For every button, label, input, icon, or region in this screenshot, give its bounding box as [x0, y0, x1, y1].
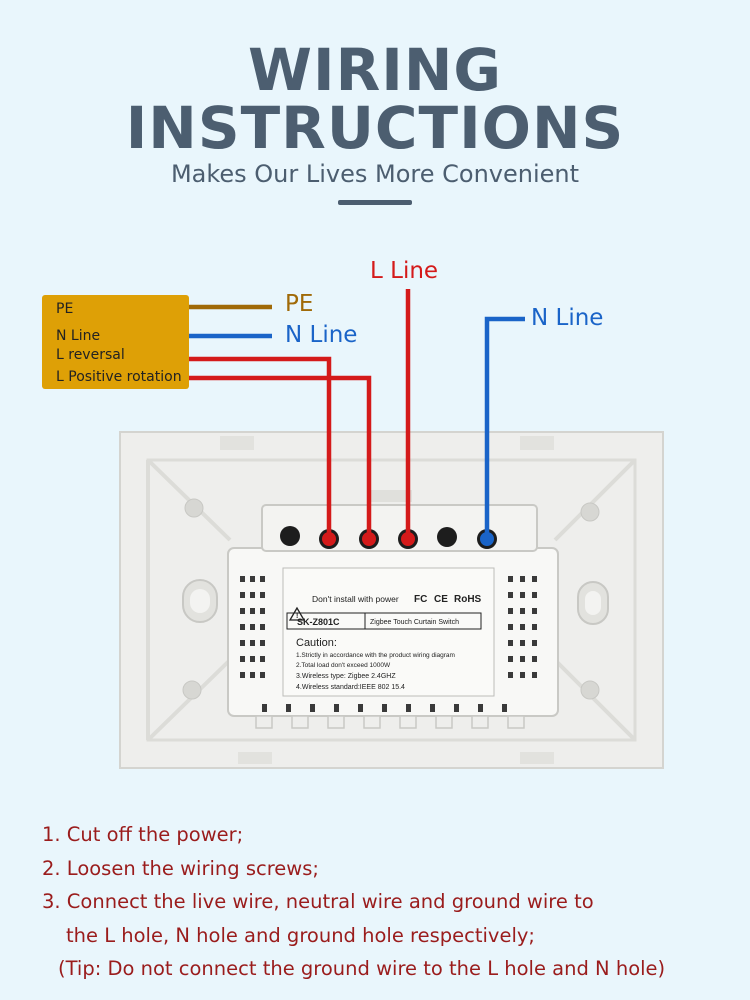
wire-connection-dot — [322, 532, 336, 546]
warning-icon — [288, 606, 306, 621]
instruction-tip: (Tip: Do not connect the ground wire to … — [58, 957, 666, 980]
terminal-box-l-reversal: L reversal — [56, 347, 125, 363]
sticker-product-name: Zigbee Touch Curtain Switch — [370, 619, 459, 626]
product-sticker: ! Don't install with power FC CE RoHS SK… — [282, 567, 495, 697]
neutral-wire-right — [484, 316, 525, 539]
terminal-box: PE N Line L reversal L Positive rotation — [42, 295, 189, 389]
wire-label-n-line-right: N Line — [531, 305, 604, 331]
terminal-box-l-positive: L Positive rotation — [56, 369, 182, 385]
sticker-caution-line: 3.Wireless type: Zigbee 2.4GHZ — [296, 673, 396, 680]
fcc-mark: FC — [414, 594, 427, 605]
wire-label-n-line: N Line — [285, 322, 358, 348]
warning-icon-mark: ! — [296, 613, 298, 620]
sticker-caution-line: 1.Strictly in accordance with the produc… — [296, 652, 455, 659]
wire-connection-dot — [362, 532, 376, 546]
terminal-box-pe: PE — [56, 301, 74, 317]
instruction-steps: 1. Cut off the power; 2. Loosen the wiri… — [42, 818, 665, 986]
title-divider — [338, 200, 412, 205]
instruction-step: 2. Loosen the wiring screws; — [42, 856, 319, 880]
wire-connection-dot — [401, 532, 415, 546]
instruction-step: 1. Cut off the power; — [42, 823, 244, 846]
page-title-line1: WIRING — [248, 36, 502, 104]
sticker-caution-line: 2.Total load don't exceed 1000W — [296, 662, 391, 669]
sticker-caution-title: Caution: — [296, 637, 337, 649]
terminal-box-n-line: N Line — [56, 328, 101, 344]
l-positive-wire — [189, 375, 372, 539]
sticker-caution-line: 4.Wireless standard:IEEE 802 15.4 — [296, 684, 405, 691]
instruction-step: 3. Connect the live wire, neutral wire a… — [42, 890, 594, 913]
page-title-line2: INSTRUCTIONS — [125, 94, 625, 162]
sticker-warning: Don't install with power — [312, 594, 399, 604]
wire-connection-dot — [480, 532, 494, 546]
rohs-mark: RoHS — [454, 594, 482, 605]
wires — [189, 289, 525, 539]
terminal-hole — [437, 527, 457, 547]
l-reversal-wire — [189, 356, 332, 539]
wire-label-pe: PE — [285, 291, 314, 317]
instruction-step-continued: the L hole, N hole and ground hole respe… — [66, 923, 535, 947]
wire-label-l-line: L Line — [370, 258, 439, 284]
sticker-model: SK-Z801C — [297, 617, 340, 627]
page-subtitle: Makes Our Lives More Convenient — [170, 160, 580, 188]
terminal-hole — [280, 526, 300, 546]
ce-mark: CE — [434, 594, 448, 605]
